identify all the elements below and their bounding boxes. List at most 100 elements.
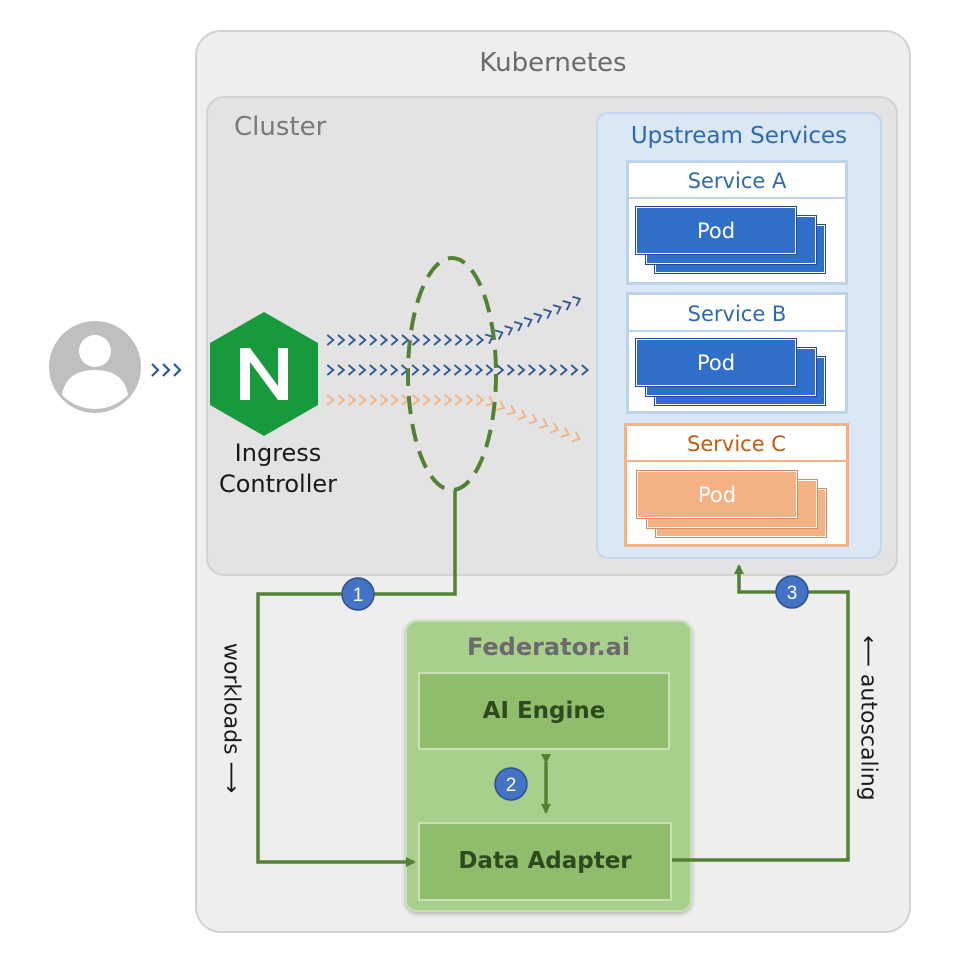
traffic-chevron: [412, 394, 421, 406]
traffic-chevron: [496, 364, 505, 376]
traffic-chevron: [539, 418, 549, 429]
traffic-chevron: [433, 394, 442, 406]
traffic-chevron: [454, 334, 463, 346]
step-badge-2: 2: [494, 767, 528, 801]
traffic-chevron: [552, 304, 562, 315]
traffic-to-service-a: [326, 295, 582, 346]
traffic-chevron: [422, 394, 431, 406]
traffic-chevron: [390, 394, 399, 406]
traffic-chevron: [380, 394, 389, 406]
traffic-chevron: [506, 364, 515, 376]
traffic-chevron: [465, 394, 474, 406]
traffic-chevron: [369, 334, 378, 346]
ingress-label-line1: Ingress: [234, 439, 322, 467]
upstream-services-title: Upstream Services: [630, 123, 848, 149]
ingress-controller-label: Ingress Controller: [198, 438, 358, 500]
traffic-chevron: [444, 394, 453, 406]
traffic-chevron: [444, 334, 453, 346]
traffic-chevron: [504, 325, 514, 336]
traffic-chevron: [358, 364, 367, 376]
traffic-chevron: [549, 364, 558, 376]
traffic-chevron: [476, 334, 485, 346]
traffic-chevron: [523, 316, 533, 328]
traffic-chevron: [326, 394, 335, 406]
service-b-divider: [629, 330, 845, 332]
service-c-pod: Pod: [637, 471, 797, 518]
traffic-chevron: [543, 308, 553, 319]
traffic-chevron: [572, 295, 582, 307]
traffic-chevron: [411, 364, 420, 376]
traffic-chevron: [528, 364, 537, 376]
traffic-chevron: [562, 300, 572, 311]
traffic-chevron: [560, 427, 570, 438]
service-a-pod: Pod: [636, 207, 796, 254]
service-b-pod: Pod: [636, 339, 796, 386]
ai-engine-box: AI Engine: [418, 672, 670, 750]
traffic-chevron: [432, 364, 441, 376]
traffic-chevron: [517, 364, 526, 376]
service-a-divider: [629, 197, 845, 199]
traffic-chevron: [506, 404, 517, 416]
traffic-chevron: [453, 364, 462, 376]
service-b-title: Service B: [687, 302, 787, 326]
traffic-chevron: [570, 364, 579, 376]
workloads-flow-line: [256, 490, 457, 867]
traffic-chevron: [390, 334, 399, 346]
nginx-logo-icon: [210, 312, 318, 436]
service-a-title: Service A: [687, 169, 787, 193]
traffic-chevron: [412, 334, 421, 346]
traffic-chevron: [337, 364, 346, 376]
traffic-chevron: [571, 431, 581, 443]
traffic-chevron: [485, 364, 494, 376]
traffic-chevron: [401, 334, 410, 346]
traffic-chevron: [550, 422, 560, 434]
traffic-chevron: [347, 364, 356, 376]
traffic-chevron: [454, 394, 463, 406]
step-badge-3-label: 3: [787, 583, 798, 604]
service-b-pod-label: Pod: [696, 351, 736, 375]
traffic-chevron: [348, 334, 357, 346]
service-c-divider: [627, 460, 846, 462]
traffic-chevron: [422, 334, 431, 346]
traffic-chevron: [443, 364, 452, 376]
traffic-chevron: [494, 329, 504, 340]
traffic-chevron: [538, 364, 547, 376]
traffic-chevron: [326, 334, 335, 346]
traffic-chevron: [533, 312, 543, 324]
traffic-chevron: [433, 334, 442, 346]
service-a-pod-label: Pod: [696, 219, 736, 243]
traffic-chevron: [464, 364, 473, 376]
traffic-chevron: [358, 334, 367, 346]
step-badge-1: 1: [341, 577, 375, 611]
step-badge-3: 3: [775, 575, 809, 609]
autoscaling-flow-line: [672, 564, 850, 862]
service-c-title: Service C: [687, 432, 786, 456]
traffic-chevron: [496, 400, 506, 412]
traffic-chevron: [559, 364, 568, 376]
traffic-chevron: [517, 409, 527, 420]
traffic-chevron: [513, 321, 523, 332]
user-traffic-chevrons: [151, 363, 182, 377]
traffic-chevron: [422, 364, 431, 376]
traffic-to-service-c: [326, 394, 581, 443]
traffic-chevron: [337, 334, 346, 346]
traffic-chevron: [380, 334, 389, 346]
ingress-label-line2: Controller: [218, 470, 338, 498]
traffic-chevron: [476, 394, 485, 406]
traffic-chevron: [528, 413, 538, 425]
step-badge-2-label: 2: [506, 775, 517, 796]
traffic-chevron: [581, 364, 590, 376]
data-adapter-box: Data Adapter: [418, 822, 672, 901]
traffic-chevron: [390, 364, 399, 376]
traffic-chevron: [369, 394, 378, 406]
user-avatar-icon: [49, 321, 141, 413]
federator-title: Federator.ai: [466, 633, 631, 661]
traffic-chevron: [369, 364, 378, 376]
service-c-pod-label: Pod: [697, 483, 737, 507]
traffic-chevron: [348, 394, 357, 406]
traffic-chevron: [379, 364, 388, 376]
traffic-chevron: [337, 394, 346, 406]
kubernetes-title: Kubernetes: [479, 48, 627, 78]
step-badge-1-label: 1: [353, 585, 364, 606]
